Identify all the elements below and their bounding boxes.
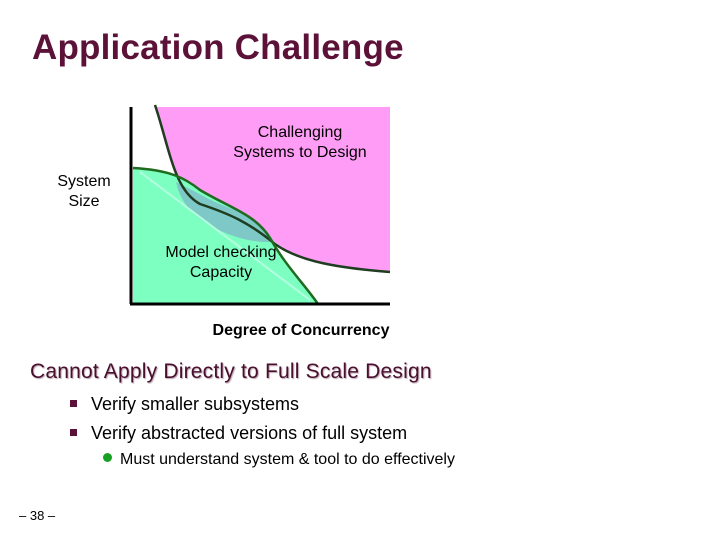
bullet-text-2: Verify abstracted versions of full syste… [91, 423, 408, 443]
capacity-shade-line [139, 171, 311, 301]
challenging-label-line2: Systems to Design [233, 144, 367, 161]
capacity-label: Model checking Capacity [146, 243, 296, 283]
round-bullet-icon [103, 453, 112, 463]
challenging-label: Challenging Systems to Design [214, 123, 386, 163]
challenging-region [155, 107, 390, 272]
bullet-text-1: Verify smaller subsystems [91, 394, 300, 414]
capacity-label-line2: Capacity [189, 264, 253, 281]
challenging-label-line1: Challenging [257, 124, 343, 141]
subheading: Cannot Apply Directly to Full Scale Desi… [30, 360, 432, 383]
square-bullet-icon [70, 399, 77, 407]
capacity-boundary-curve [132, 166, 320, 305]
page-number: – 38 – [19, 508, 56, 523]
y-axis-label: System Size [42, 172, 126, 212]
y-axis-label-line2: Size [68, 193, 100, 210]
sub-bullet-item: Must understand system & tool to do effe… [103, 451, 455, 469]
sub-bullet-text: Must understand system & tool to do effe… [120, 451, 455, 468]
square-bullet-icon [70, 428, 77, 436]
capacity-label-line1: Model checking [165, 244, 277, 261]
slide-title: Application Challenge [32, 28, 404, 67]
bullet-item-1: Verify smaller subsystems [70, 393, 299, 415]
y-axis-label-line1: System [57, 173, 111, 190]
x-axis-label: Degree of Concurrency [212, 322, 390, 339]
challenging-boundary-curve [153, 104, 391, 274]
bullet-item-2: Verify abstracted versions of full syste… [70, 422, 407, 444]
